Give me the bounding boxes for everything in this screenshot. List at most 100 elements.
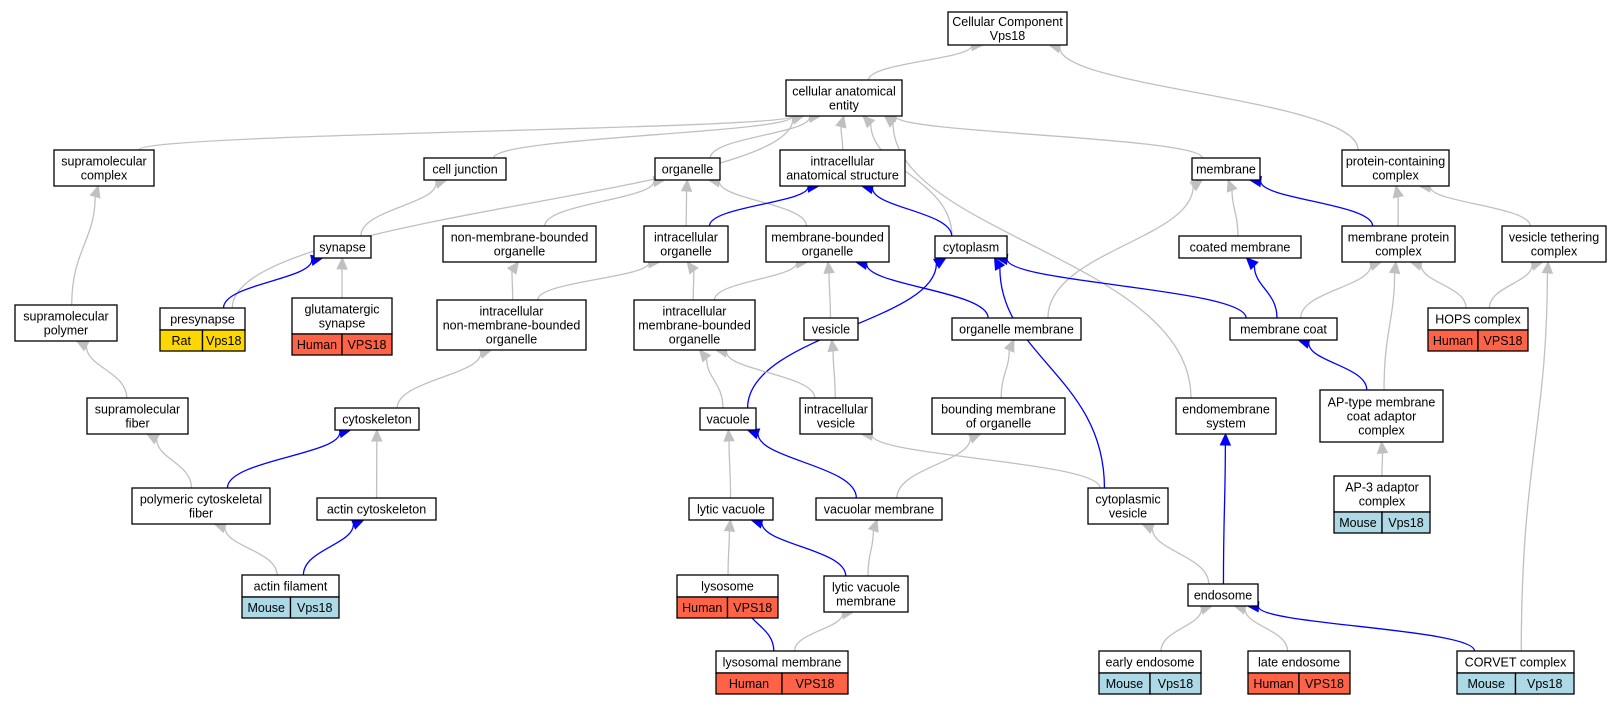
edge-pcc-to-root [1059, 47, 1359, 151]
term-label-ias-line-1: anatomical structure [786, 169, 899, 183]
term-box-pcc [1341, 149, 1450, 187]
term-node-membrane[interactable]: membrane [1191, 157, 1261, 181]
term-box-intves [799, 397, 873, 435]
arrowhead-memcoat-to-coatedmem [1245, 257, 1259, 271]
term-node-lytvac[interactable]: lytic vacuole [688, 497, 774, 521]
term-label-cae-line-1: entity [829, 99, 860, 113]
edge-endosys-to-cae [892, 122, 1192, 399]
gene-label-corvet: Vps18 [1527, 677, 1562, 691]
term-label-supfib-line-1: fiber [125, 417, 149, 431]
term-label-nmbo-line-0: non-membrane-bounded [451, 231, 589, 245]
term-node-vesicle[interactable]: vesicle [803, 317, 859, 341]
arrowhead-cytoplasm-to-cae [862, 115, 876, 129]
gene-cell-earlyendo [1149, 672, 1202, 695]
term-label-inmbo-line-2: organelle [486, 333, 537, 347]
term-box-cytoplasm [934, 235, 1008, 259]
term-box-supcx [53, 149, 155, 187]
term-box-ias [779, 149, 906, 187]
term-node-actincyto[interactable]: actin cytoskeleton [316, 497, 437, 521]
edge-aptype-to-mpc [1383, 272, 1396, 391]
term-label-vesicle-line-0: vesicle [812, 323, 850, 337]
term-box-endosys [1175, 397, 1277, 435]
term-label-glutsyn-line-0: glutamatergic [304, 303, 379, 317]
gene-cell-ap3 [1381, 511, 1431, 534]
term-node-celljunc[interactable]: cell junction [423, 157, 507, 181]
term-node-vacmem[interactable]: vacuolar membrane [815, 497, 943, 521]
species-label-hops: Human [1433, 334, 1473, 348]
term-label-mpc-line-0: membrane protein [1348, 231, 1449, 245]
term-node-organelle[interactable]: organelle [654, 157, 721, 181]
term-label-membrane-line-0: membrane [1196, 163, 1256, 177]
term-label-lysmem-line-0: lysosomal membrane [723, 656, 842, 670]
term-label-lytvac-line-0: lytic vacuole [697, 503, 765, 517]
species-label-lysosome: Human [682, 601, 722, 615]
term-label-aptype-line-2: complex [1358, 424, 1405, 438]
term-box-imbo [633, 299, 756, 351]
term-node-memcoat[interactable]: membrane coat [1229, 317, 1338, 341]
term-node-cytoplasm[interactable]: cytoplasm [934, 235, 1008, 259]
arrowhead-corvet-to-vtc [1541, 260, 1554, 274]
term-node-orgmem[interactable]: organelle membrane [951, 317, 1082, 341]
term-node-vacuole[interactable]: vacuole [699, 407, 757, 431]
term-box-memcoat [1229, 317, 1338, 341]
term-label-pcf-line-0: polymeric cytoskeletal [140, 493, 262, 507]
species-label-ap3: Mouse [1339, 516, 1377, 530]
edge-mpc-to-membrane [1260, 181, 1374, 227]
term-label-cytoskel-line-0: cytoskeleton [342, 413, 412, 427]
species-label-earlyendo: Mouse [1106, 677, 1144, 691]
term-box-vacuole [699, 407, 757, 431]
arrowhead-mpc-to-pcc [1392, 184, 1404, 199]
term-label-actincyto-line-0: actin cytoskeleton [327, 503, 426, 517]
term-node-cytoskel[interactable]: cytoskeleton [334, 407, 420, 431]
term-box-synapse [313, 235, 372, 259]
term-node-endosome[interactable]: endosome [1187, 583, 1259, 607]
term-node-coatedmem[interactable]: coated membrane [1178, 235, 1302, 259]
term-node-inmbo[interactable]: intracellularnon-membrane-boundedorganel… [436, 299, 587, 351]
edge-cytoves-to-cytoplasm [999, 267, 1106, 489]
species-label-corvet: Mouse [1467, 677, 1505, 691]
edge-lytvac-to-vacuole [728, 440, 732, 499]
term-box-coatedmem [1178, 235, 1302, 259]
term-label-celljunc-line-0: cell junction [432, 163, 497, 177]
term-label-intorg-line-1: organelle [660, 245, 711, 259]
edge-actinfil-to-pcf [224, 527, 278, 576]
edge-vtc-to-pcc [1429, 186, 1531, 227]
term-box-mpc [1341, 225, 1456, 263]
term-node-synapse[interactable]: synapse [313, 235, 372, 259]
term-label-coatedmem-line-0: coated membrane [1190, 241, 1291, 255]
edge-organelle-to-cae [709, 116, 811, 159]
edge-intves-to-imbo [725, 351, 816, 399]
